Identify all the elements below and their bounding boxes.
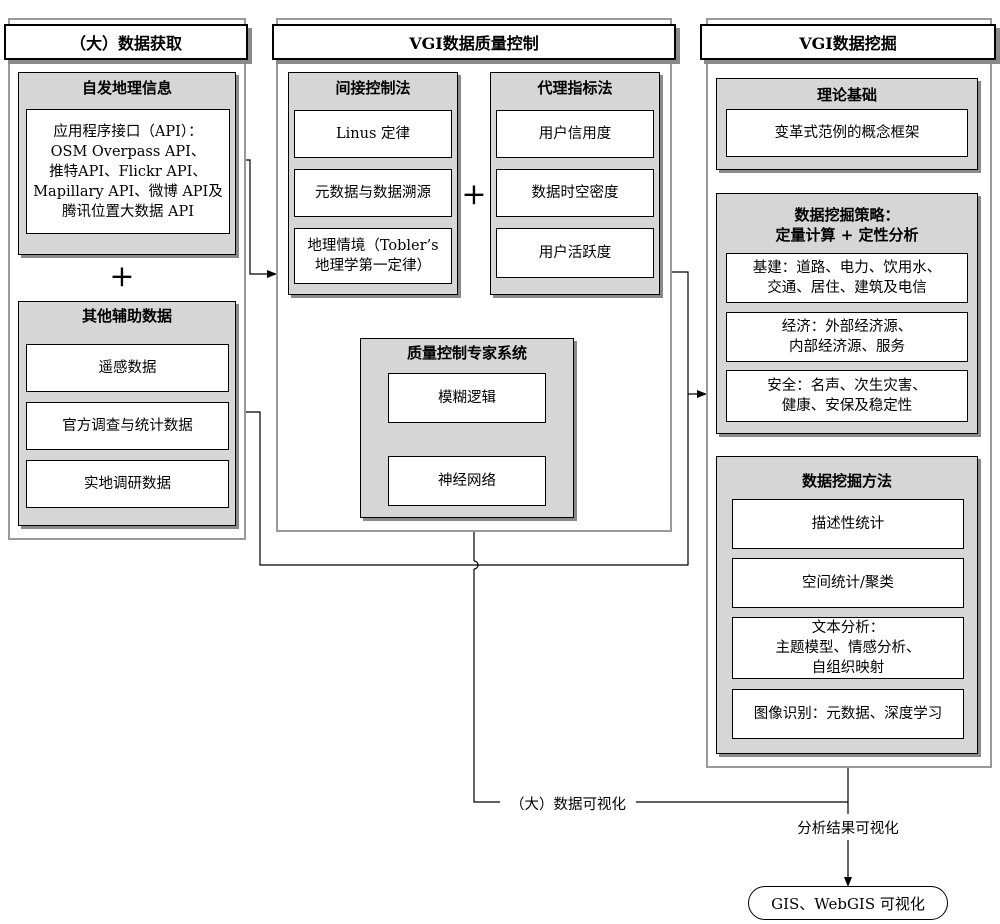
spatiotemporal-density-box: 数据时空密度: [496, 169, 654, 217]
linus-law-box: Linus 定律: [294, 110, 452, 158]
theory-panel-title: 理论基础: [816, 86, 877, 104]
big-data-visualization-label: （大）数据可视化: [500, 792, 636, 814]
spatial-statistics-box: 空间统计/聚类: [732, 558, 964, 608]
other-data-panel-title: 其他辅助数据: [81, 307, 172, 325]
paradigm-framework-box: 变革式范例的概念框架: [726, 109, 968, 157]
quality-header: VGI数据质量控制: [272, 24, 676, 60]
mining-header: VGI数据挖掘: [700, 24, 996, 60]
fuzzy-logic-box: 模糊逻辑: [388, 373, 546, 423]
text-analysis-box: 文本分析： 主题模型、情感分析、 自组织映射: [732, 617, 964, 679]
remote-sensing-box: 遥感数据: [26, 344, 229, 392]
economy-box: 经济：外部经济源、 内部经济源、服务: [726, 312, 968, 362]
official-survey-box: 官方调查与统计数据: [26, 402, 229, 450]
geographic-context-box: 地理情境（Tobler’s 地理学第一定律）: [294, 228, 452, 284]
field-research-box: 实地调研数据: [26, 460, 229, 508]
descriptive-statistics-box: 描述性统计: [732, 499, 964, 549]
proxy-indicator-title: 代理指标法: [537, 79, 613, 97]
plus-symbol-quality: +: [461, 176, 487, 212]
result-visualization-label: 分析结果可视化: [784, 814, 912, 840]
user-credibility-box: 用户信用度: [496, 110, 654, 158]
indirect-control-title: 间接控制法: [335, 79, 411, 97]
infrastructure-box: 基建：道路、电力、饮用水、 交通、居住、建筑及电信: [726, 253, 968, 303]
api-sources-box: 应用程序接口（API）： OSM Overpass API、 推特API、Fli…: [26, 109, 230, 234]
gis-webgis-visualization-oval: GIS、WebGIS 可视化: [748, 886, 948, 920]
neural-network-box: 神经网络: [388, 456, 546, 506]
expert-system-title: 质量控制专家系统: [406, 344, 527, 362]
image-recognition-box: 图像识别：元数据、深度学习: [732, 689, 964, 739]
vgi-panel-title: 自发地理信息: [81, 79, 172, 97]
metadata-provenance-box: 元数据与数据溯源: [294, 169, 452, 217]
strategy-panel-title: 数据挖掘策略： 定量计算 + 定性分析: [775, 206, 919, 244]
security-box: 安全：名声、次生灾害、 健康、安保及稳定性: [726, 370, 968, 422]
acquisition-header: （大）数据获取: [4, 24, 248, 60]
user-activity-box: 用户活跃度: [496, 228, 654, 278]
methods-panel-title: 数据挖掘方法: [801, 472, 892, 490]
plus-symbol-acquisition: +: [109, 258, 135, 294]
